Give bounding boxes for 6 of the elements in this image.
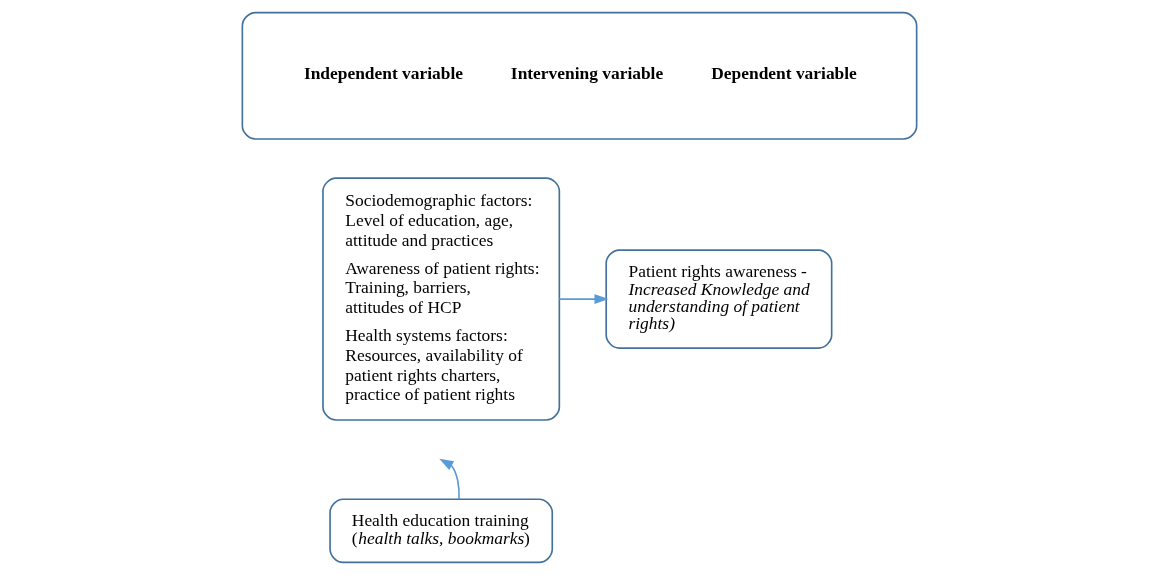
arrow	[558, 294, 609, 305]
node-box: Health education training (health talks, bookmarks)	[328, 498, 553, 564]
node-box: Patient rights awareness - Increased Knowledge and understanding of patient rights)	[604, 249, 832, 349]
node-box: Sociodemographic factors: Level of education, age, attitude and practices Awareness of patient rights: Training, barriers, attitudes of HCP Health systems factors: Resources, availability of patient rights charters, practice of patient rights	[321, 177, 560, 421]
arrow	[438, 458, 460, 500]
node-box: Independent variable Intervening variable Dependent variable	[241, 11, 917, 140]
